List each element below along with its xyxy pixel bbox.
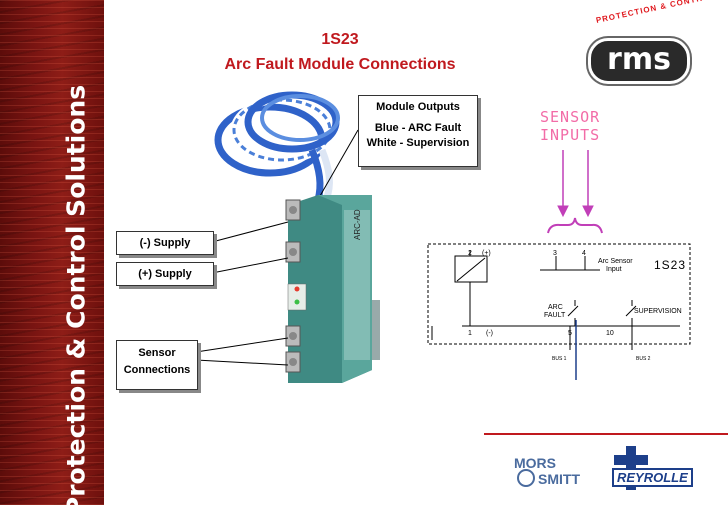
arc-sensor-label: Arc Sensor: [598, 258, 633, 265]
page-subtitle: Arc Fault Module Connections: [224, 56, 456, 73]
sensor-callout: Sensor Connections: [116, 340, 198, 390]
pin-1-label: (-): [486, 330, 493, 337]
mors-smitt-logo: MORS SMITT: [514, 455, 580, 487]
smitt-text: SMITT: [538, 471, 580, 487]
sidebar-banner: Protection & Control Solutions: [0, 0, 104, 515]
arc-fault-label: ARC: [548, 304, 563, 311]
supervision-label: SUPERVISION: [634, 308, 682, 315]
sensor-callout-line2: Connections: [123, 364, 191, 376]
cable-coil: [214, 91, 340, 202]
neg-supply-callout: (-) Supply: [116, 231, 214, 255]
pin-1: 1: [468, 330, 472, 337]
outputs-white: White - Supervision: [366, 137, 470, 149]
pin-5: 5: [568, 330, 572, 337]
pin-3: 3: [553, 250, 557, 257]
arc-fault-label-2: FAULT: [544, 312, 566, 319]
bus-2-label: BUS 2: [636, 356, 651, 362]
mors-emblem: [517, 469, 535, 487]
page-title: 1S23: [321, 31, 359, 48]
sensor-inputs-line1: SENSOR: [540, 108, 601, 126]
sensor-leader: [195, 337, 289, 353]
pin-2: 2: [468, 250, 472, 257]
neg-supply-leader: [211, 221, 289, 243]
sensor-brace: [547, 217, 603, 234]
reyrolle-logo: REYROLLE: [612, 468, 693, 487]
sensor-callout-line1: Sensor: [138, 347, 176, 359]
sensor-leader: [195, 359, 289, 366]
pos-supply-callout: (+) Supply: [116, 262, 214, 286]
device-label: ARC-AD: [353, 209, 362, 240]
outputs-blue: Blue - ARC Fault: [374, 122, 462, 134]
circuit-diagram: [427, 243, 691, 350]
module-outputs-callout: Module Outputs Blue - ARC Fault White - …: [358, 95, 478, 167]
outputs-leader: [319, 129, 359, 197]
sensor-inputs-title: SENSOR INPUTS: [540, 108, 600, 144]
pin-2-label: (+): [482, 250, 491, 257]
circuit-label: 1S23: [654, 258, 687, 272]
pin-4: 4: [582, 250, 586, 257]
arc-input-label: Input: [606, 266, 622, 273]
outputs-heading: Module Outputs: [376, 101, 460, 113]
sensor-inputs-line2: INPUTS: [540, 126, 601, 144]
rms-logo: rms: [588, 38, 690, 84]
cable-loop: [260, 94, 340, 142]
sensor-arrows: [557, 150, 594, 218]
mors-text: MORS: [514, 455, 556, 471]
bus-1-label: BUS 1: [552, 356, 567, 362]
pin-10: 10: [606, 330, 614, 337]
arc-module-device: [285, 195, 380, 383]
cable-lead: [318, 148, 333, 202]
pos-supply-leader: [211, 257, 289, 274]
